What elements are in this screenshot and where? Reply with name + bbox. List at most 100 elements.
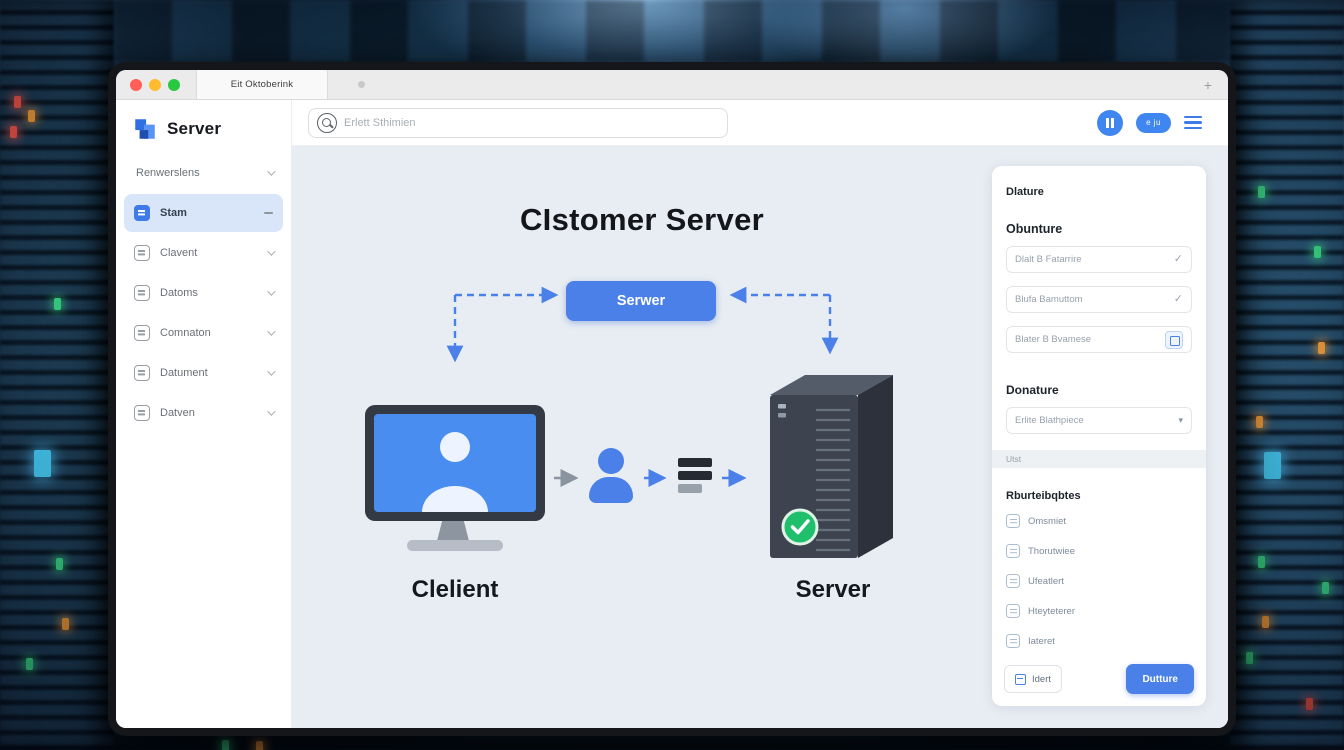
panel-divider-strip: Utst: [992, 450, 1206, 468]
server-hub-button[interactable]: Serwer: [566, 281, 716, 321]
account-action-button[interactable]: [1097, 109, 1124, 136]
rack-led: [1314, 246, 1321, 258]
sidebar-nav: Renwerslens Stam Clavent: [116, 154, 291, 432]
window-titlebar: Eit Oktoberink +: [116, 70, 1228, 100]
panel-field-2[interactable]: Blater B Bvamese: [1006, 326, 1192, 353]
person-icon: [589, 448, 633, 503]
client-monitor-illustration: [365, 405, 545, 521]
panel-list-item-2[interactable]: Ufeatlert: [1006, 570, 1192, 592]
rack-led: [1258, 556, 1265, 568]
sidebar: Server Renwerslens Stam Clavent: [116, 100, 292, 728]
properties-panel: Dlature Obunture Dlalt B Fatarrire ✓ Blu…: [992, 166, 1206, 706]
panel-section-2: Donature: [1006, 383, 1059, 397]
rack-led: [56, 558, 63, 570]
panel-list-item-3[interactable]: Hteyteterer: [1006, 600, 1192, 622]
server-tower-illustration: [770, 375, 893, 558]
rack-led: [1322, 582, 1329, 594]
rack-led: [1256, 416, 1263, 428]
panel-field-0[interactable]: Dlalt B Fatarrire ✓: [1006, 246, 1192, 273]
server-rack-right: [1230, 0, 1344, 750]
user-avatar-icon: [440, 432, 470, 462]
rack-led: [222, 740, 229, 750]
toolbar: e ju: [292, 100, 1228, 146]
panel-section-3: Rburteibqbtes: [1006, 490, 1081, 502]
minimize-button[interactable]: [149, 78, 161, 91]
server-rack-left: [0, 0, 114, 750]
folder-icon: [134, 405, 150, 421]
diagram-canvas: CIstomer Server Serwer: [292, 146, 1228, 728]
brand: Server: [116, 114, 291, 144]
monitor-base: [407, 540, 503, 551]
sidebar-item-2[interactable]: Clavent: [124, 234, 283, 272]
chevron-down-icon: [267, 287, 276, 296]
sidebar-item-6[interactable]: Datven: [124, 394, 283, 432]
check-icon: ✓: [1173, 293, 1183, 305]
rack-led: [62, 618, 69, 630]
grid-icon: [1015, 673, 1026, 685]
rack-led: [256, 741, 263, 750]
rack-led: [26, 658, 33, 670]
rack-led: [10, 126, 17, 138]
sidebar-item-0[interactable]: Renwerslens: [124, 154, 283, 192]
caret-down-icon: ▾: [1178, 415, 1183, 425]
panel-dropdown[interactable]: Erlite Blathpiece ▾: [1006, 407, 1192, 434]
brand-name: Server: [167, 119, 222, 138]
document-icon: [134, 365, 150, 381]
inactive-tab-dot: [358, 81, 365, 88]
request-list-icon: [678, 458, 712, 497]
item-icon: [1006, 604, 1020, 618]
client-label: Clelient: [411, 576, 499, 603]
chevron-down-icon: [267, 367, 276, 376]
search-input[interactable]: [344, 116, 727, 129]
rack-led: [1262, 616, 1269, 628]
rack-screen: [1264, 452, 1281, 479]
zoom-button[interactable]: [168, 78, 180, 91]
monitor-screen: [374, 414, 536, 512]
rack-led: [1258, 186, 1265, 198]
item-icon: [1006, 514, 1020, 528]
server-rack-top: [114, 0, 1230, 62]
new-tab-button[interactable]: +: [1203, 76, 1212, 93]
sidebar-item-4[interactable]: Comnaton: [124, 314, 283, 352]
tab-title: Eit Oktoberink: [230, 79, 294, 90]
search-icon: [317, 112, 337, 133]
panel-list-item-1[interactable]: Thorutwiee: [1006, 540, 1192, 562]
sidebar-item-5[interactable]: Datument: [124, 354, 283, 392]
chevron-down-icon: [267, 167, 276, 176]
toolbar-pill-button[interactable]: e ju: [1136, 112, 1171, 133]
rack-led: [14, 96, 21, 108]
check-icon: ✓: [1173, 253, 1183, 265]
secondary-action-button[interactable]: Idert: [1004, 665, 1063, 693]
sidebar-item-1-active[interactable]: Stam: [124, 194, 283, 232]
dashboard-icon: [134, 205, 150, 221]
item-icon: [1006, 544, 1020, 558]
panel-list-item-4[interactable]: Iateret: [1006, 630, 1192, 652]
primary-action-button[interactable]: Dutture: [1126, 664, 1194, 694]
item-icon: [1006, 574, 1020, 588]
rack-led: [1306, 698, 1313, 710]
server-label: Server: [795, 576, 871, 603]
panel-field-1[interactable]: Blufa Bamuttom ✓: [1006, 286, 1192, 313]
users-icon: [134, 325, 150, 341]
panel-section-1: Obunture: [1006, 222, 1063, 236]
chevron-down-icon: [267, 247, 276, 256]
rack-led: [54, 298, 61, 310]
item-icon: [1006, 634, 1020, 648]
menu-icon[interactable]: [1184, 115, 1202, 130]
monitor-stand: [437, 521, 469, 541]
copy-icon-button[interactable]: [1165, 330, 1183, 349]
panel-list-item-0[interactable]: Omsmiet: [1006, 510, 1192, 532]
chevron-down-icon: [267, 407, 276, 416]
search-field[interactable]: [308, 107, 728, 138]
chevron-down-icon: [267, 327, 276, 336]
rack-led: [1246, 652, 1253, 664]
billing-icon: [134, 245, 150, 261]
sidebar-item-3[interactable]: Datoms: [124, 274, 283, 312]
close-button[interactable]: [130, 78, 142, 91]
panel-heading: Dlature: [1006, 186, 1044, 198]
rack-screen: [34, 450, 51, 477]
diagram-title: CIstomer Server: [519, 202, 764, 237]
browser-tab[interactable]: Eit Oktoberink: [196, 70, 328, 99]
clock-icon: [134, 285, 150, 301]
app-window: Eit Oktoberink + Server Renwerslen: [108, 62, 1236, 736]
